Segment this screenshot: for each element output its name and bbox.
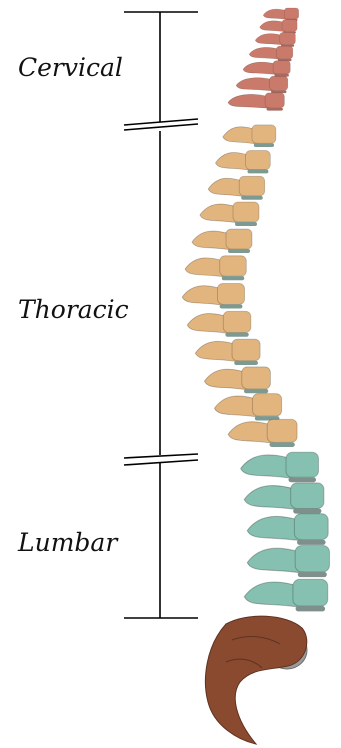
thoracic-vertebra-10 [204,367,270,393]
thoracic-disc [270,442,295,447]
bracket-break-3 [124,454,198,458]
cervical-vertebral-body [284,8,298,19]
lumbar-disc [293,509,321,514]
thoracic-disc [241,196,263,200]
bracket-break-4 [124,460,198,465]
thoracic-vertebra-6 [185,256,246,280]
thoracic-vertebral-body [232,339,260,361]
thoracic-vertebra-7 [182,284,244,309]
thoracic-disc [244,389,268,393]
thoracic-vertebral-body [223,311,251,332]
cervical-vertebral-body [282,20,297,32]
thoracic-disc [222,276,244,280]
cervical-vertebral-body [276,46,292,59]
lumbar-vertebral-body [294,514,328,540]
thoracic-vertebral-body [242,367,271,389]
thoracic-vertebral-body [246,151,271,170]
thoracic-disc [228,249,250,253]
lumbar-vertebral-body [286,452,319,477]
lumbar-vertebra-5 [244,579,327,611]
cervical-vertebral-body [273,61,290,74]
cervical-vertebra-3 [255,32,295,46]
thoracic-vertebral-body [233,202,259,222]
cervical-disc [267,108,283,111]
lumbar-vertebral-body [291,483,324,509]
thoracic-disc [220,304,243,308]
thoracic-vertebra-5 [192,229,252,253]
cervical-label: Cervical [18,55,123,80]
thoracic-vertebra-2 [215,151,270,174]
lumbar-label: Lumbar [18,530,117,555]
lumbar-vertebra-2 [244,483,324,514]
cervical-vertebra-2 [260,20,297,34]
lumbar-vertebra-4 [247,545,329,577]
cervical-spinous-process [260,21,286,32]
sacrum-shape [205,616,306,744]
cervical-spinous-process [228,94,270,108]
thoracic-vertebra-9 [195,339,260,365]
cervical-spinous-process [249,47,280,59]
thoracic-vertebra-11 [214,394,281,421]
thoracic-vertebral-body [267,419,297,442]
thoracic-vertebra-8 [187,311,251,336]
cervical-vertebra-7 [228,93,284,111]
thoracic-vertebral-body [252,125,276,143]
vertebral-column [182,8,329,611]
thoracic-disc [248,170,269,174]
lumbar-vertebral-body [293,579,328,606]
thoracic-disc [225,333,248,337]
lumbar-disc [289,477,317,482]
cervical-vertebral-body [265,93,284,108]
cervical-spinous-process [263,9,288,19]
thoracic-vertebral-body [218,284,245,305]
cervical-spinous-process [243,62,277,75]
thoracic-vertebra-1 [223,125,276,147]
region-brackets [124,12,198,618]
cervical-vertebra-6 [236,76,288,93]
cervical-spinous-process [255,34,283,45]
sacrum-coccyx [205,616,307,744]
thoracic-disc [235,222,257,226]
thoracic-vertebra-4 [200,202,259,226]
lumbar-vertebra-3 [247,514,328,545]
lumbar-disc [298,572,327,577]
cervical-vertebra-4 [249,46,293,61]
thoracic-vertebra-12 [228,419,297,447]
cervical-vertebral-body [280,32,296,44]
cervical-vertebra-5 [243,61,290,77]
thoracic-vertebral-body [253,394,282,416]
cervical-spinous-process [236,78,274,91]
lumbar-vertebral-body [295,545,329,571]
lumbar-disc [297,540,326,545]
thoracic-vertebral-body [239,176,264,196]
thoracic-disc [234,361,258,365]
thoracic-disc [254,143,274,147]
thoracic-label: Thoracic [18,297,129,322]
cervical-vertebra-1 [263,8,299,21]
thoracic-vertebral-body [220,256,247,276]
lumbar-vertebra-1 [241,452,319,482]
cervical-vertebral-body [270,76,288,90]
thoracic-vertebra-3 [208,176,265,200]
thoracic-vertebral-body [226,229,252,249]
lumbar-disc [296,606,325,611]
